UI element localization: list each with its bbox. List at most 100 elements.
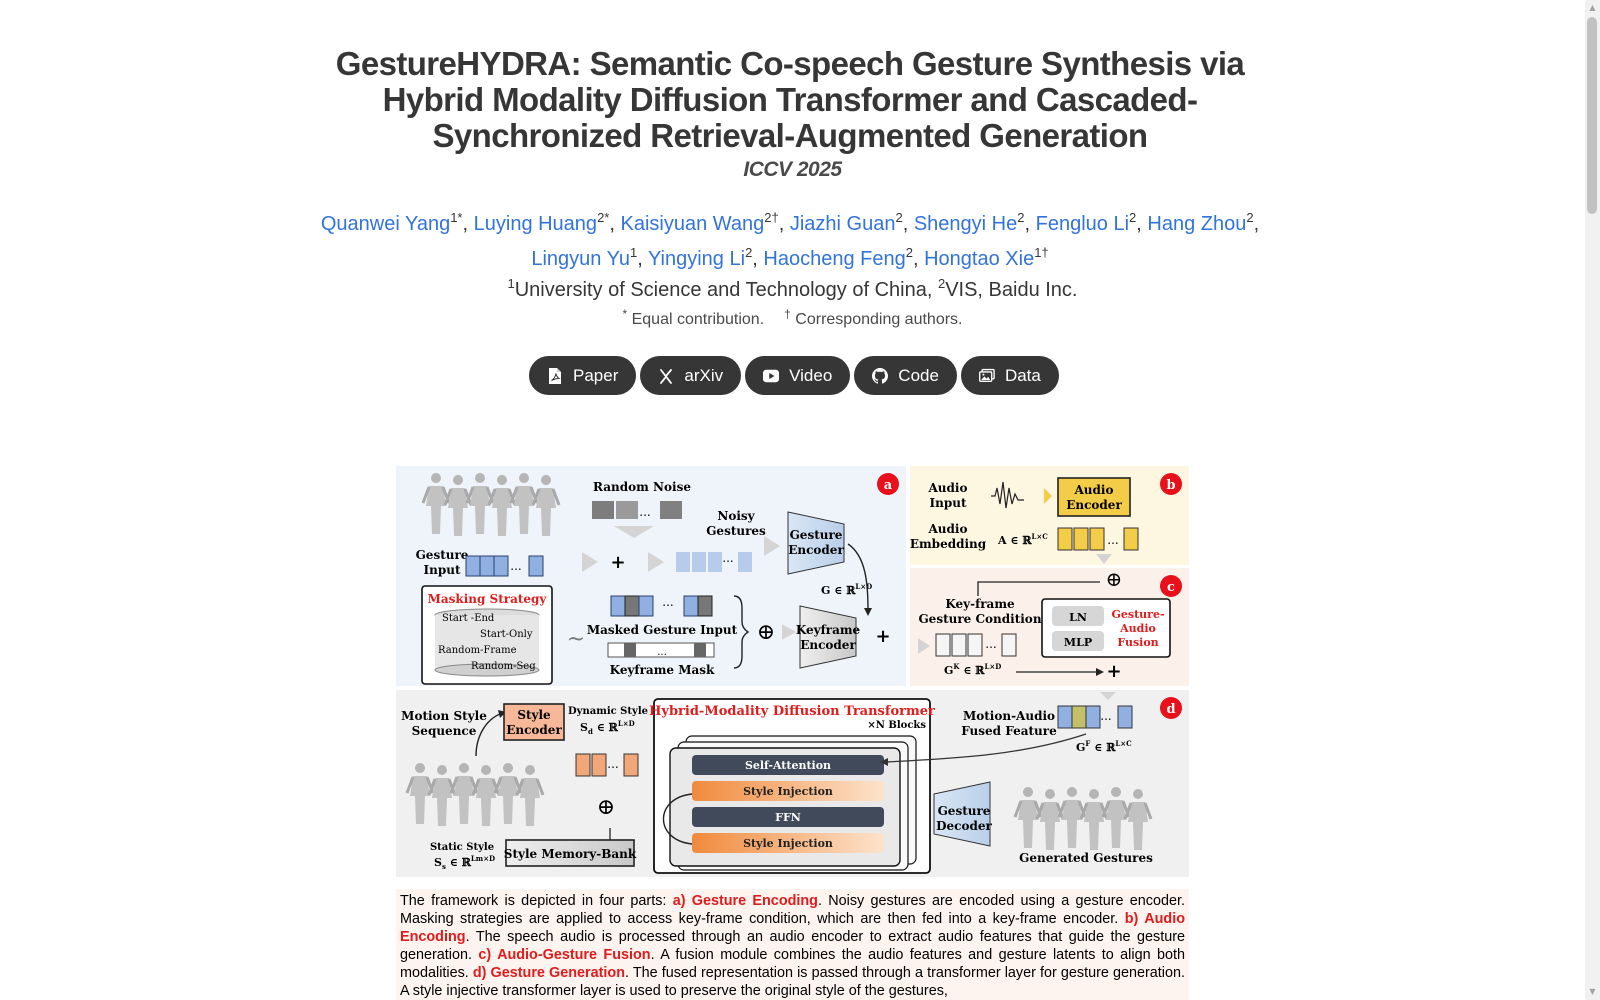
- author-affiliation-sup: 2: [895, 210, 903, 225]
- style-memory-bank-block[interactable]: [505, 839, 635, 867]
- audio-embedding-cubes: [1057, 527, 1139, 551]
- author-affiliation-sup: 2: [745, 245, 753, 260]
- scroll-up-icon[interactable]: ▲: [1589, 3, 1596, 12]
- gesture-decoder-block[interactable]: [933, 781, 991, 847]
- style-encoder-block[interactable]: [503, 703, 565, 741]
- badge-a: [877, 473, 899, 495]
- keyframe-encoder-label-2: Encoder: [800, 638, 856, 652]
- author-affiliation-sup: 2: [1017, 210, 1025, 225]
- random-noise-label: Random Noise: [593, 480, 691, 494]
- style-injection-layer-2[interactable]: [692, 833, 884, 853]
- down-arrow: [614, 526, 654, 538]
- fused-feature-cubes: [1057, 705, 1133, 729]
- tilde-sign: ~: [567, 627, 585, 652]
- youtube-icon: [763, 368, 780, 384]
- audio-encoder-block[interactable]: [1057, 477, 1131, 517]
- gesture-input-cubes: [465, 555, 544, 577]
- style-encoder-label-2: Encoder: [506, 723, 562, 737]
- svg-text:Style Injection: Style Injection: [743, 785, 833, 798]
- author-separator: ,: [1136, 213, 1148, 235]
- scroll-down-icon[interactable]: ▼: [1589, 987, 1596, 996]
- author-link[interactable]: Shengyi He: [913, 213, 1018, 235]
- author-link[interactable]: Fengluo Li: [1035, 213, 1130, 235]
- scrollbar[interactable]: ▲ ▼: [1585, 0, 1600, 1000]
- gesture-encoder-label-1: Gesture: [790, 528, 843, 542]
- author-affiliation-sup: 1*: [450, 210, 463, 225]
- audio-embedding-label-1: Audio: [928, 522, 968, 536]
- paper-button[interactable]: Paper: [529, 356, 637, 395]
- audio-embedding-label-2: Embedding: [910, 537, 987, 551]
- caption-text: . Noisy gestures are encoded using a ges…: [400, 893, 1185, 927]
- gesture-decoder-label-2: Decoder: [936, 819, 992, 833]
- static-style-label: Static Style: [430, 842, 494, 853]
- paper-button-label: Paper: [573, 365, 619, 385]
- figure-caption: The framework is depicted in four parts:…: [396, 889, 1189, 1000]
- plus-sign-3: +: [1106, 661, 1121, 682]
- keyframe-condition-label-1: Key-frame: [945, 597, 1015, 611]
- audio-encoder-label-2: Encoder: [1066, 498, 1122, 512]
- masked-gesture-cubes: [610, 595, 713, 617]
- data-button[interactable]: Data: [960, 356, 1059, 395]
- motion-style-label-1: Motion Style: [401, 709, 487, 723]
- video-button[interactable]: Video: [745, 356, 851, 395]
- audio-input-label-2: Input: [930, 496, 967, 510]
- self-attention-layer[interactable]: [692, 755, 884, 775]
- arxiv-button-label: arXiv: [684, 365, 724, 385]
- svg-text:Style Injection: Style Injection: [743, 837, 833, 850]
- panel-b-background: [910, 466, 1189, 565]
- author-link[interactable]: Kaisiyuan Wang: [620, 213, 765, 235]
- caption-highlight: c) Audio-Gesture Fusion: [478, 947, 651, 963]
- author-separator: ,: [1253, 213, 1260, 235]
- equal-symbol: *: [622, 307, 628, 321]
- ffn-layer[interactable]: [692, 807, 884, 827]
- condition-ellipsis: ...: [985, 637, 996, 651]
- svg-text:b: b: [1166, 478, 1175, 493]
- code-button[interactable]: Code: [854, 356, 957, 395]
- gesture-encoder-block[interactable]: [787, 511, 845, 575]
- masked-ellipsis: ...: [662, 595, 673, 609]
- noise-ellipsis: ...: [639, 505, 650, 519]
- author-link[interactable]: Hongtao Xie: [924, 248, 1035, 270]
- arrow-right-4: [782, 624, 796, 640]
- arxiv-button[interactable]: arXiv: [640, 356, 742, 395]
- keyframe-encoder-block[interactable]: [799, 605, 857, 669]
- style-injection-layer-1[interactable]: [692, 781, 884, 801]
- plus-sign-1: +: [610, 552, 625, 573]
- author-affiliation-sup: 2: [905, 245, 913, 260]
- masking-strategy-title: Masking Strategy: [428, 592, 548, 606]
- author-link[interactable]: Quanwei Yang: [320, 213, 451, 235]
- framework-figure: Random Noise ... Noisy Gestures Gesture …: [396, 466, 1189, 877]
- keyframe-condition-cubes: [935, 633, 1017, 657]
- keyframe-mask-bar: [607, 642, 715, 658]
- author-link[interactable]: Yingying Li: [647, 248, 746, 270]
- author-link[interactable]: Lingyun Yu: [531, 248, 630, 270]
- fusion-module-box: LN MLP Gesture- Audio Fusion: [1041, 598, 1171, 658]
- author-link[interactable]: Luying Huang: [473, 213, 598, 235]
- author-link[interactable]: Jiazhi Guan: [789, 213, 896, 235]
- keyframe-encoder-label-1: Keyframe: [796, 623, 861, 637]
- ss-dimension-label: Ss ∈ ℝLm×D: [434, 854, 495, 871]
- author-separator: ,: [609, 213, 621, 235]
- author-affiliation-sup: 1†: [1034, 245, 1049, 260]
- page-title: GestureHYDRA: Semantic Co-speech Gesture…: [335, 45, 1245, 154]
- gk-dimension-label: GK ∈ ℝL×D: [944, 662, 1001, 677]
- caption-text: . The speech audio is processed through …: [400, 929, 1185, 963]
- affil-2-sup: 2: [937, 276, 946, 291]
- mask-random-seg: Random-Seg: [471, 661, 536, 672]
- motion-style-label-2: Sequence: [412, 724, 477, 738]
- arrow-right-3: [764, 536, 780, 556]
- audio-encoder-label-1: Audio: [1074, 483, 1114, 497]
- author-line-1: Quanwei Yang1*, Luying Huang2*, Kaisiyua…: [240, 207, 1340, 242]
- svg-text:c: c: [1167, 580, 1175, 595]
- author-separator: ,: [912, 248, 925, 270]
- waveform-icon: [991, 481, 1024, 509]
- author-link[interactable]: Haocheng Feng: [763, 248, 906, 270]
- noise-cubes: [592, 501, 682, 519]
- fused-feature-label-2: Fused Feature: [961, 724, 1057, 738]
- scrollbar-thumb[interactable]: [1587, 17, 1597, 214]
- video-button-label: Video: [789, 365, 833, 385]
- author-affiliation-sup: 2: [1129, 210, 1137, 225]
- author-separator: ,: [462, 213, 474, 235]
- arrow-right-1: [582, 552, 598, 572]
- author-link[interactable]: Hang Zhou: [1147, 213, 1247, 235]
